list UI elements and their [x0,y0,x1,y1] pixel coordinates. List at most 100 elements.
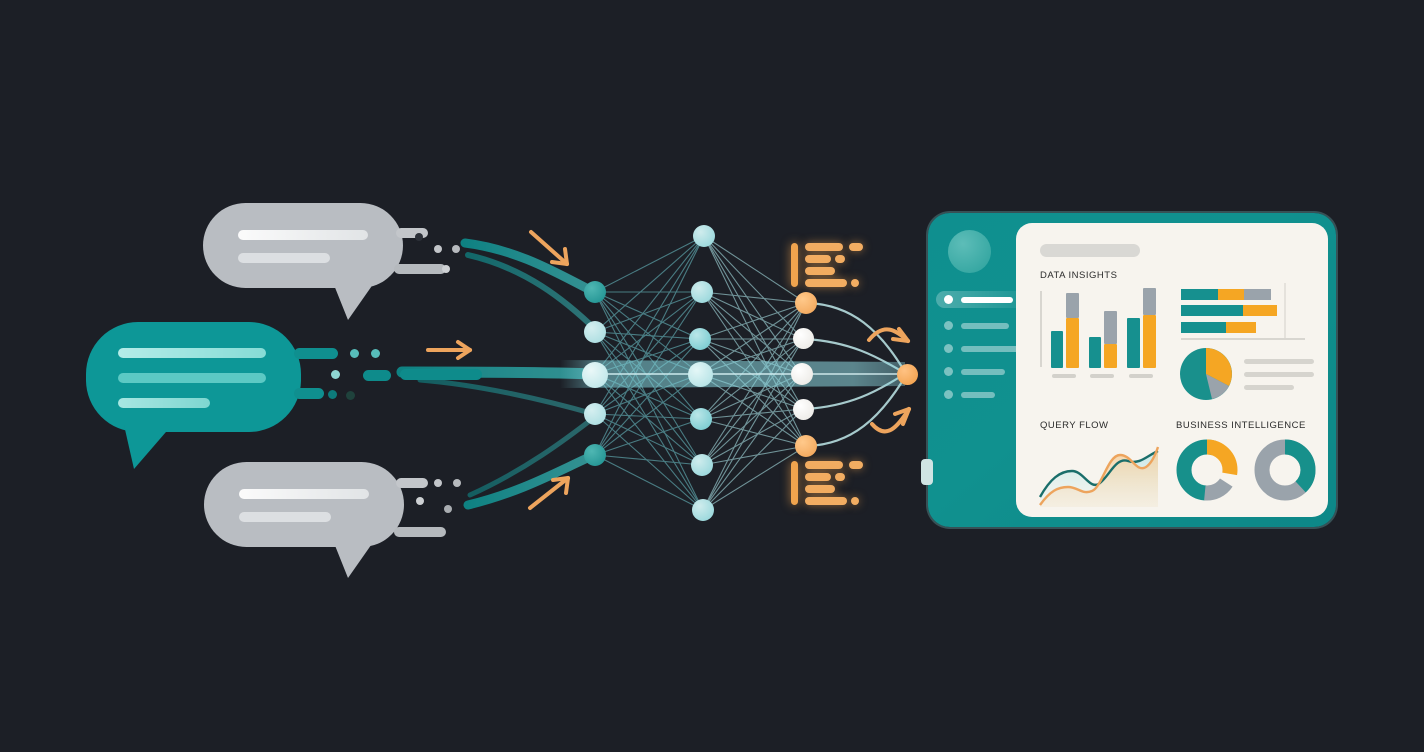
bar-c-secondary [1143,315,1156,368]
bubble-stream-dash [394,527,446,537]
bubble-stream-dot [350,349,359,358]
arrow-out-top [867,327,910,343]
bubble-text-line [118,373,266,383]
x-tick [1090,374,1114,378]
hbar-3-teal [1181,322,1226,333]
bubble-stream-dot [444,505,452,513]
bubble-stream-dash [294,348,338,359]
network-node-out-1 [795,292,817,314]
network-node-out-2 [793,328,814,349]
code-row [851,497,859,505]
sidebar-item-4[interactable] [936,363,1005,380]
panel-edge-tab [921,459,933,485]
bubble-text-line [238,230,368,240]
code-row [849,461,863,469]
sidebar-item-3[interactable] [936,340,1019,357]
code-row [805,485,835,493]
x-tick [1129,374,1153,378]
bubble-stream-dash [363,370,391,381]
bar-a-secondary [1066,318,1079,368]
hbar-2-teal [1181,305,1243,316]
chat-bubble-bottom[interactable] [204,462,404,547]
sidebar-item-5[interactable] [936,386,995,403]
bubble-stream-dot [331,370,340,379]
code-row [849,243,863,251]
arrow-out-bottom [870,407,911,434]
network-node-l2-2 [691,281,713,303]
dashboard-panel[interactable]: DATA INSIGHTS QUERY FLOW BUSINESS INTELL… [921,213,1336,527]
network-node-terminal [897,364,918,385]
bar-b-remainder [1104,311,1117,344]
nav-bullet-icon [944,295,953,304]
hbar-1-gray [1244,289,1271,300]
hchart-gridline [1284,283,1286,338]
sidebar-item-label [961,345,1019,352]
bubble-stream-dot [346,391,355,400]
hbar-1-teal [1181,289,1218,300]
code-row [851,279,859,287]
code-row [805,255,831,263]
pie-legend-line [1244,385,1294,390]
bubble-stream-dot [452,245,460,253]
active-inference-beam [560,360,905,388]
mesh-l1-l2 [594,235,705,511]
nav-bullet-icon [944,367,953,376]
chat-bubble-middle[interactable] [86,322,301,432]
nav-bullet-icon [944,390,953,399]
network-node-l2-1 [693,225,715,247]
chat-bubble-top-tail [332,280,376,320]
bar-a-remainder [1066,293,1079,318]
network-node-l1-1 [584,281,606,303]
bar-b-secondary [1104,344,1117,368]
network-node-l2-7 [692,499,714,521]
network-node-l1-5 [584,444,606,466]
bubble-text-line [239,489,369,499]
sidebar-item-2[interactable] [936,317,1009,334]
bubble-stream-dot [416,497,424,505]
sidebar-item-label [961,391,995,398]
code-gutter-bar [791,243,798,287]
arrow-middle [426,340,472,360]
avatar[interactable] [948,230,991,273]
business-intelligence-title: BUSINESS INTELLIGENCE [1176,420,1306,431]
pie-legend-line [1244,372,1314,377]
code-row [805,473,831,481]
donut-left [1176,439,1238,501]
sidebar-item-label [961,368,1005,375]
code-row [805,243,843,251]
bar-a-primary [1051,331,1063,368]
dashboard-content: DATA INSIGHTS QUERY FLOW BUSINESS INTELL… [1016,223,1328,517]
code-row [805,279,847,287]
bubble-stream-dash [396,228,428,238]
hbar-3-orange [1226,322,1256,333]
bar-c-remainder [1143,288,1156,315]
sidebar-item-1[interactable] [936,291,1028,308]
code-row [805,497,847,505]
code-row [835,473,845,481]
bar-b-primary [1089,337,1101,368]
donut-right [1254,439,1316,501]
query-flow-line [1038,446,1160,507]
pie-legend-line [1244,359,1314,364]
header-placeholder-pill [1040,244,1140,257]
chart-y-axis [1040,291,1042,367]
network-node-l1-4 [584,403,606,425]
bubble-stream-dot [415,233,423,241]
bubble-text-line [118,348,266,358]
code-gutter-bar [791,461,798,505]
chat-bubble-top[interactable] [203,203,403,288]
bubble-stream-dot [453,479,461,487]
code-row [805,267,835,275]
bubble-text-line [238,253,330,263]
code-row [805,461,843,469]
bubble-stream-dash [294,388,324,399]
bubble-stream-dot [434,479,442,487]
bar-c-primary [1127,318,1140,368]
hchart-baseline [1181,338,1305,340]
bubble-stream-dot [442,265,450,273]
x-tick [1052,374,1076,378]
arrow-top [529,230,569,266]
sidebar-item-label [961,322,1009,329]
hbar-1-orange [1218,289,1244,300]
